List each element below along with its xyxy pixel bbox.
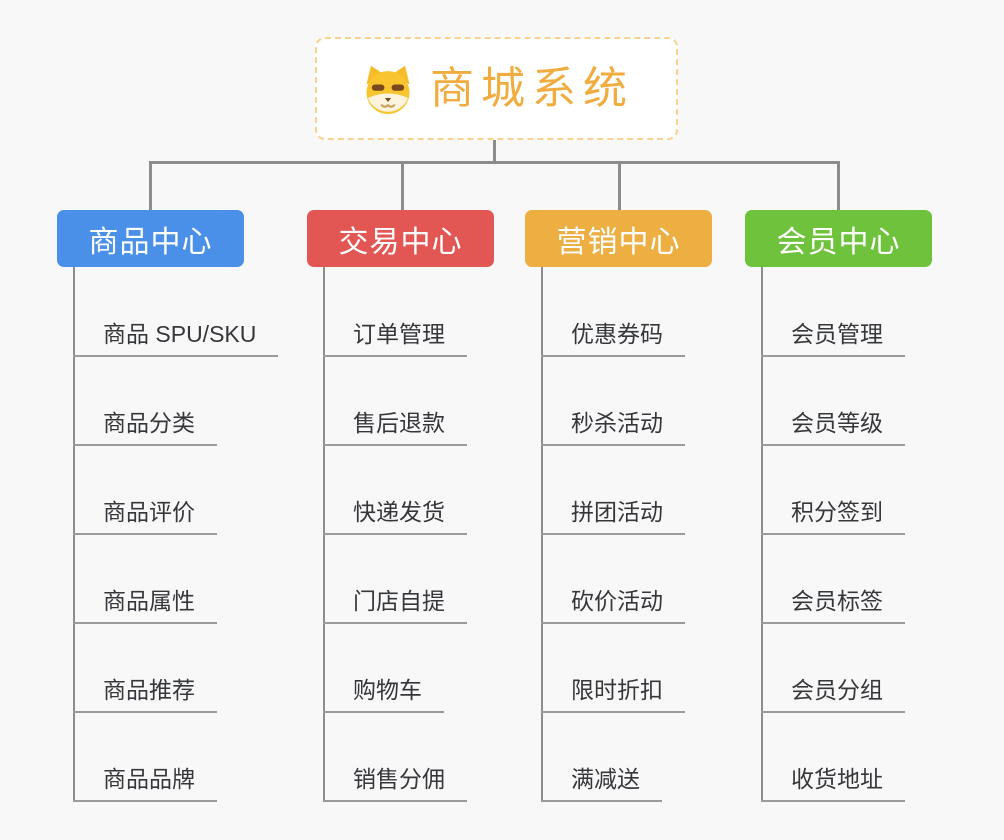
topic-item-label: 商品属性 bbox=[73, 586, 217, 624]
topic-item-label: 会员等级 bbox=[761, 408, 905, 446]
topic-item-label: 砍价活动 bbox=[541, 586, 685, 624]
topic-item[interactable]: 拼团活动 bbox=[541, 497, 685, 535]
connector-horizontal-bar bbox=[149, 161, 840, 164]
branch-node[interactable]: 营销中心 bbox=[525, 210, 712, 267]
topic-item-label: 门店自提 bbox=[323, 586, 467, 624]
topic-item-label: 会员管理 bbox=[761, 319, 905, 357]
topic-item[interactable]: 快递发货 bbox=[323, 497, 467, 535]
topic-item[interactable]: 购物车 bbox=[323, 675, 444, 713]
topic-item[interactable]: 售后退款 bbox=[323, 408, 467, 446]
root-topic-label: 商城系统 bbox=[430, 63, 634, 113]
topic-item-label: 销售分佣 bbox=[323, 764, 467, 802]
topic-item[interactable]: 商品 SPU/SKU bbox=[73, 319, 279, 357]
topic-item[interactable]: 门店自提 bbox=[323, 586, 467, 624]
topic-item-label: 满减送 bbox=[541, 764, 662, 802]
topic-item[interactable]: 会员分组 bbox=[761, 675, 905, 713]
connector-drop-2 bbox=[401, 161, 404, 210]
branch-member-center: 会员中心 会员管理 会员等级 积分签到 会员标签 会员分组 收货地址 bbox=[745, 210, 933, 820]
topic-item-label: 商品 SPU/SKU bbox=[73, 319, 279, 357]
topic-item-label: 收货地址 bbox=[761, 764, 905, 802]
topic-item[interactable]: 秒杀活动 bbox=[541, 408, 685, 446]
topic-item-label: 购物车 bbox=[323, 675, 444, 713]
root-topic-node[interactable]: 商城系统 bbox=[315, 37, 678, 140]
connector-root-stem bbox=[493, 139, 496, 164]
topic-item[interactable]: 会员管理 bbox=[761, 319, 905, 357]
branch-node[interactable]: 商品中心 bbox=[57, 210, 244, 267]
topic-item-label: 商品品牌 bbox=[73, 764, 217, 802]
dog-face-icon bbox=[359, 63, 417, 115]
connector-drop-4 bbox=[837, 161, 840, 210]
topic-item[interactable]: 商品评价 bbox=[73, 497, 217, 535]
topic-item[interactable]: 优惠券码 bbox=[541, 319, 685, 357]
topic-item[interactable]: 商品品牌 bbox=[73, 764, 217, 802]
connector-drop-1 bbox=[149, 161, 152, 210]
topic-item-label: 积分签到 bbox=[761, 497, 905, 535]
topic-item[interactable]: 收货地址 bbox=[761, 764, 905, 802]
topic-item[interactable]: 限时折扣 bbox=[541, 675, 685, 713]
topic-item-label: 优惠券码 bbox=[541, 319, 685, 357]
topic-item[interactable]: 满减送 bbox=[541, 764, 662, 802]
topic-item[interactable]: 商品属性 bbox=[73, 586, 217, 624]
topic-item-label: 订单管理 bbox=[323, 319, 467, 357]
topic-item-label: 会员标签 bbox=[761, 586, 905, 624]
topic-item[interactable]: 砍价活动 bbox=[541, 586, 685, 624]
topic-item[interactable]: 商品分类 bbox=[73, 408, 217, 446]
branch-trade-center: 交易中心 订单管理 售后退款 快递发货 门店自提 购物车 销售分佣 bbox=[307, 210, 495, 820]
topic-item[interactable]: 订单管理 bbox=[323, 319, 467, 357]
topic-item-label: 限时折扣 bbox=[541, 675, 685, 713]
branch-node[interactable]: 会员中心 bbox=[745, 210, 932, 267]
topic-item-label: 会员分组 bbox=[761, 675, 905, 713]
topic-item[interactable]: 会员标签 bbox=[761, 586, 905, 624]
topic-item-label: 商品推荐 bbox=[73, 675, 217, 713]
topic-item[interactable]: 商品推荐 bbox=[73, 675, 217, 713]
branch-marketing-center: 营销中心 优惠券码 秒杀活动 拼团活动 砍价活动 限时折扣 满减送 bbox=[525, 210, 713, 820]
branch-product-center: 商品中心 商品 SPU/SKU 商品分类 商品评价 商品属性 商品推荐 商品品牌 bbox=[57, 210, 279, 820]
topic-item[interactable]: 积分签到 bbox=[761, 497, 905, 535]
topic-item-label: 商品评价 bbox=[73, 497, 217, 535]
topic-item-label: 售后退款 bbox=[323, 408, 467, 446]
connector-drop-3 bbox=[618, 161, 621, 210]
topic-item[interactable]: 会员等级 bbox=[761, 408, 905, 446]
topic-item-label: 快递发货 bbox=[323, 497, 467, 535]
branch-node[interactable]: 交易中心 bbox=[307, 210, 494, 267]
topic-item-label: 拼团活动 bbox=[541, 497, 685, 535]
topic-item-label: 商品分类 bbox=[73, 408, 217, 446]
topic-item-label: 秒杀活动 bbox=[541, 408, 685, 446]
topic-item[interactable]: 销售分佣 bbox=[323, 764, 467, 802]
